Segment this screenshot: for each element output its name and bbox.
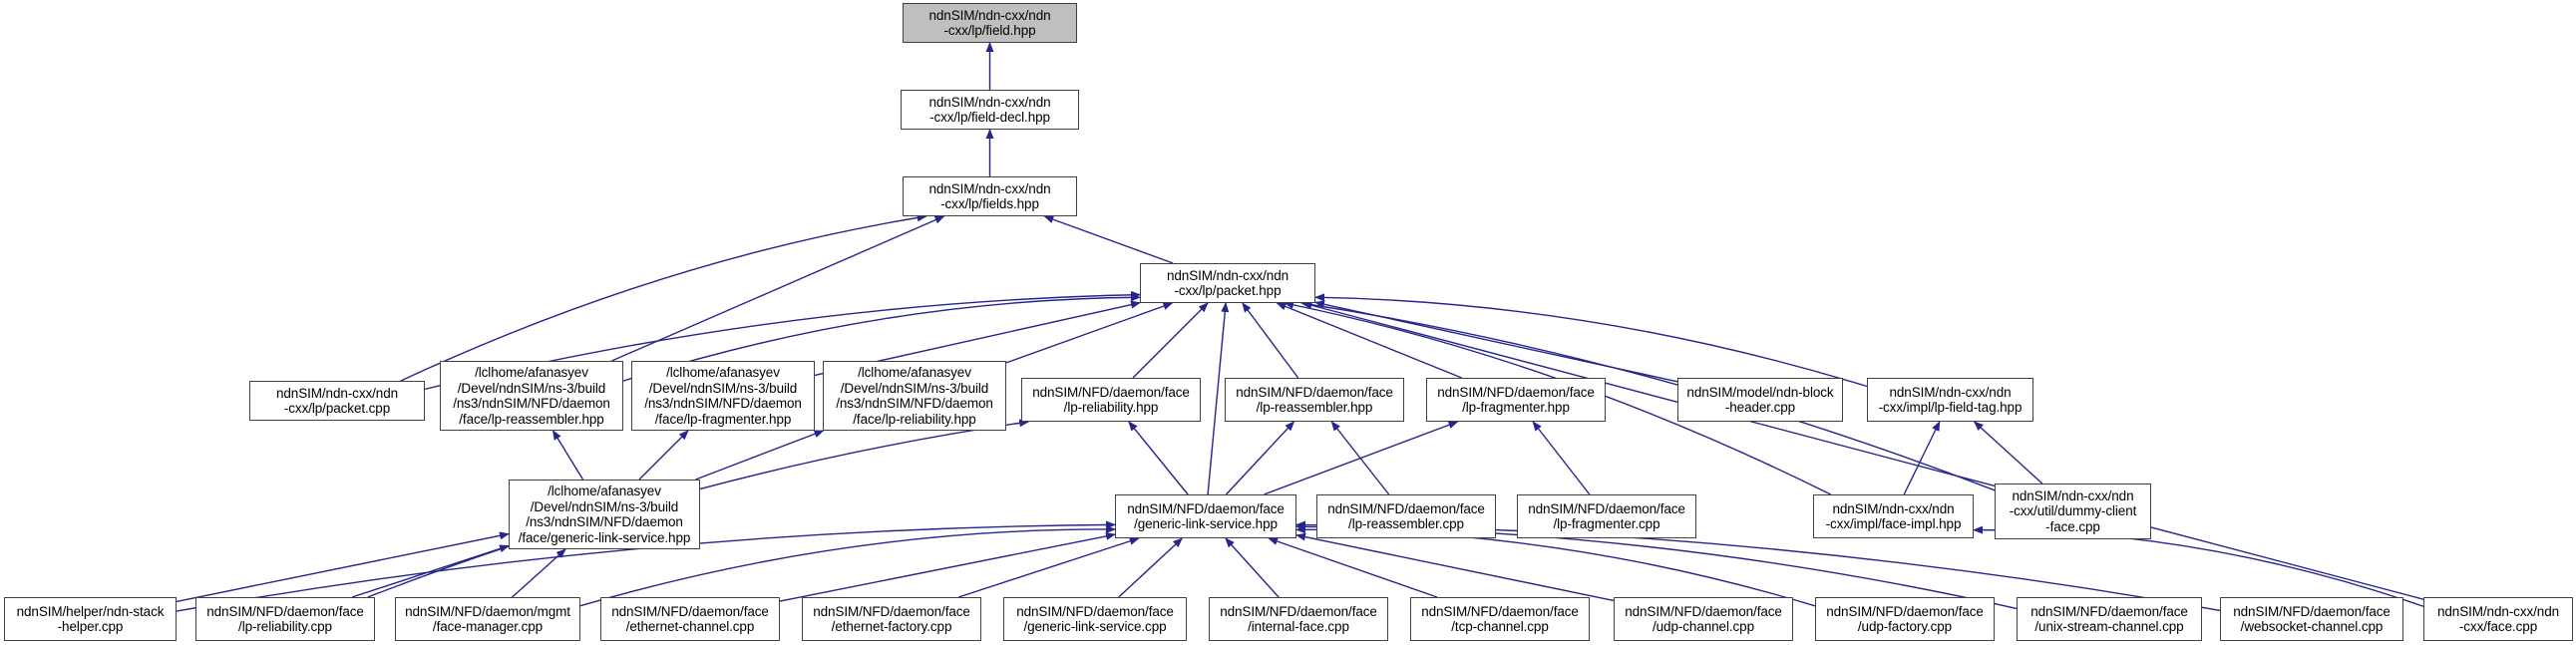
graph-node-ndn-block-hdr-cpp[interactable]: ndnSIM/model/ndn-block -header.cpp — [1677, 378, 1843, 422]
graph-node-dummy-client-cpp[interactable]: ndnSIM/ndn-cxx/ndn -cxx/util/dummy-clien… — [1995, 484, 2151, 539]
graph-edge — [779, 531, 1116, 602]
graph-edge — [1207, 302, 1230, 495]
graph-node-tcp-channel-cpp[interactable]: ndnSIM/NFD/daemon/face /tcp-channel.cpp — [1410, 597, 1590, 641]
graph-edge — [1132, 302, 1209, 379]
graph-edge — [1128, 421, 1189, 495]
graph-node-lp-reass-cpp[interactable]: ndnSIM/NFD/daemon/face /lp-reassembler.c… — [1316, 494, 1496, 538]
graph-edge — [958, 536, 1140, 598]
graph-edge — [351, 544, 510, 598]
graph-node-lp-rel-hpp[interactable]: ndnSIM/NFD/daemon/face /lp-reliability.h… — [1021, 378, 1201, 422]
graph-node-face-cpp[interactable]: ndnSIM/ndn-cxx/ndn -cxx/face.cpp — [2423, 597, 2573, 641]
graph-node-lp-field-tag-hpp[interactable]: ndnSIM/ndn-cxx/ndn -cxx/impl/lp-field-ta… — [1867, 378, 2033, 422]
graph-edge — [1005, 302, 1174, 364]
graph-node-ndn-stack-helper-cpp[interactable]: ndnSIM/helper/ndn-stack -helper.cpp — [4, 597, 177, 641]
graph-edge — [695, 430, 825, 481]
graph-node-packet-cpp[interactable]: ndnSIM/ndn-cxx/ndn -cxx/lp/packet.cpp — [249, 381, 425, 421]
graph-node-udp-factory-cpp[interactable]: ndnSIM/NFD/daemon/face /udp-factory.cpp — [1815, 597, 1995, 641]
graph-node-gls-cpp[interactable]: ndnSIM/NFD/daemon/face /generic-link-ser… — [1003, 597, 1187, 641]
graph-node-b-gls-hpp[interactable]: /lclhome/afanasyev /Devel/ndnSIM/ns-3/bu… — [509, 480, 700, 549]
graph-node-ethernet-factory-cpp[interactable]: ndnSIM/NFD/daemon/face /ethernet-factory… — [802, 597, 981, 641]
graph-edge — [1973, 525, 2424, 607]
graph-node-lp-reass-hpp[interactable]: ndnSIM/NFD/daemon/face /lp-reassembler.h… — [1225, 378, 1404, 422]
graph-node-internal-face-cpp[interactable]: ndnSIM/NFD/daemon/face /internal-face.cp… — [1209, 597, 1388, 641]
graph-edge — [1295, 525, 1816, 607]
graph-edge — [1264, 421, 1459, 495]
graph-node-gls-hpp[interactable]: ndnSIM/NFD/daemon/face /generic-link-ser… — [1115, 494, 1296, 538]
graph-edge — [1301, 301, 2424, 600]
graph-node-packet-hpp[interactable]: ndnSIM/ndn-cxx/ndn -cxx/lp/packet.hpp — [1140, 263, 1315, 303]
graph-edge — [1532, 421, 1591, 495]
graph-edge — [512, 548, 566, 598]
graph-edge — [1314, 300, 1678, 383]
graph-edge — [400, 213, 927, 382]
graph-edge — [1268, 537, 1438, 598]
graph-edge — [1276, 302, 1462, 379]
graph-edge — [1314, 293, 1868, 388]
graph-edge — [1225, 421, 1295, 495]
graph-edge — [1330, 421, 1390, 495]
graph-node-face-manager-cpp[interactable]: ndnSIM/NFD/daemon/mgmt /face-manager.cpp — [395, 597, 580, 641]
graph-edge — [1225, 537, 1280, 598]
graph-node-lp-rel-cpp[interactable]: ndnSIM/NFD/daemon/face /lp-reliability.c… — [195, 597, 375, 641]
graph-node-udp-channel-cpp[interactable]: ndnSIM/NFD/daemon/face /udp-channel.cpp — [1614, 597, 1793, 641]
graph-node-face-impl-hpp[interactable]: ndnSIM/ndn-cxx/ndn -cxx/impl/face-impl.h… — [1813, 494, 1974, 538]
graph-edge — [638, 430, 689, 481]
graph-node-lp-frag-cpp[interactable]: ndnSIM/NFD/daemon/face /lp-fragmenter.cp… — [1517, 494, 1696, 538]
graph-node-b-lp-frag-hpp[interactable]: /lclhome/afanasyev /Devel/ndnSIM/ns-3/bu… — [631, 361, 815, 431]
graph-node-b-lp-reass-hpp[interactable]: /lclhome/afanasyev /Devel/ndnSIM/ns-3/bu… — [440, 361, 623, 431]
graph-edge — [1903, 421, 1941, 495]
graph-node-ethernet-channel-cpp[interactable]: ndnSIM/NFD/daemon/face /ethernet-channel… — [600, 597, 780, 641]
graph-node-websocket-cpp[interactable]: ndnSIM/NFD/daemon/face /websocket-channe… — [2220, 597, 2403, 641]
graph-node-unix-stream-cpp[interactable]: ndnSIM/NFD/daemon/face /unix-stream-chan… — [2017, 597, 2202, 641]
graph-node-field-decl-hpp[interactable]: ndnSIM/ndn-cxx/ndn -cxx/lp/field-decl.hp… — [901, 90, 1079, 130]
graph-edge — [1118, 537, 1184, 598]
graph-edge — [1242, 302, 1299, 379]
graph-node-field-hpp[interactable]: ndnSIM/ndn-cxx/ndn -cxx/lp/field.hpp — [903, 3, 1077, 43]
graph-node-fields-hpp[interactable]: ndnSIM/ndn-cxx/ndn -cxx/lp/fields.hpp — [903, 176, 1077, 216]
graph-edge — [176, 531, 510, 603]
graph-edge — [1973, 421, 2043, 484]
graph-edge — [611, 215, 945, 362]
graph-edge — [552, 430, 584, 481]
graph-edge — [1295, 532, 1615, 602]
graph-edge — [1043, 215, 1174, 264]
graph-node-lp-frag-hpp[interactable]: ndnSIM/NFD/daemon/face /lp-fragmenter.hp… — [1426, 378, 1606, 422]
graph-node-b-lp-rel-hpp[interactable]: /lclhome/afanasyev /Devel/ndnSIM/ns-3/bu… — [823, 361, 1006, 431]
